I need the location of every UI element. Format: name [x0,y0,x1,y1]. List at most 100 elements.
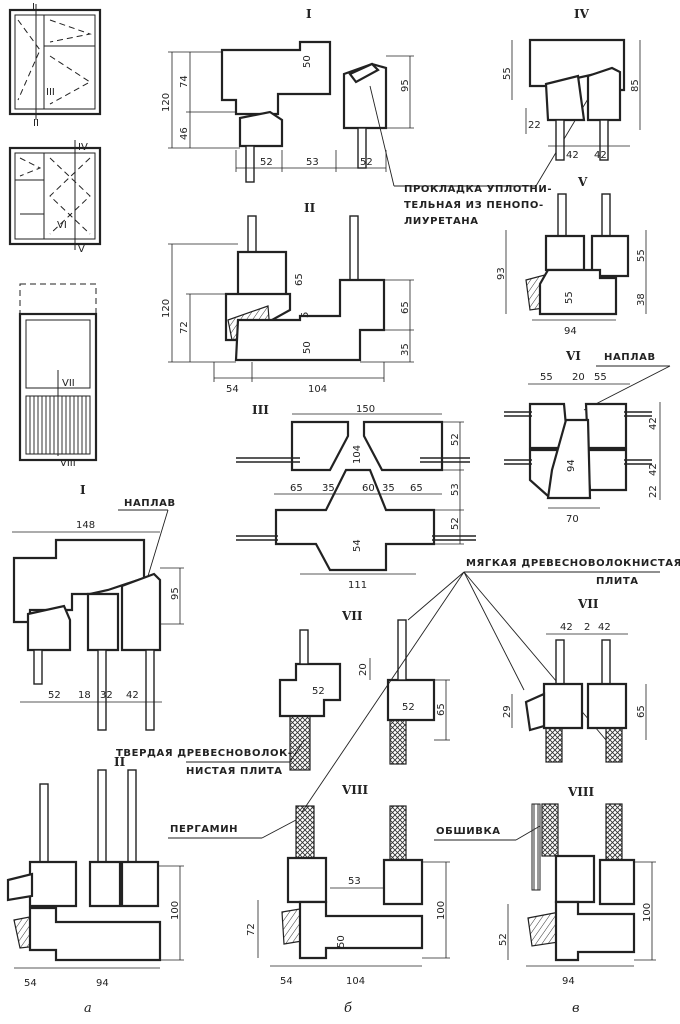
dim-35b: 35 [382,483,395,494]
key-mark-VI: VI [57,220,67,231]
dim-22: 22 [528,120,541,131]
section-label: I [306,7,312,21]
gasket-label-1: ПРОКЛАДКА УПЛОТНИ- [404,184,552,195]
dim-42: 42 [566,150,579,161]
section-v-VII: VII 42 2 42 29 65 [502,597,647,763]
dim-54: 54 [352,539,363,552]
dim-65b: 65 [400,301,411,314]
pergamin-label: ПЕРГАМИН [170,824,238,835]
dim-35: 35 [322,483,335,494]
section-label: IV [574,7,590,21]
dim-55: 55 [636,249,647,262]
soft-board-label-2: ПЛИТА [596,576,639,587]
section-label: II [304,201,316,215]
key-mark-II: II [33,118,39,129]
dim-46: 46 [179,127,190,140]
callout-gasket: ПРОКЛАДКА УПЛОТНИ- ТЕЛЬНАЯ ИЗ ПЕНОПО- ЛИ… [369,71,605,227]
dim-52: 52 [312,686,325,697]
dim-50: 50 [336,935,347,948]
dim-65: 65 [436,703,447,716]
dim-53: 53 [348,876,361,887]
section-label: VII [341,609,363,623]
dim-120: 120 [161,93,172,112]
dim-111: 111 [348,580,367,591]
key-mark-IV: IV [78,142,88,153]
dim-52: 52 [48,690,61,701]
hard-board-label-2: НИСТАЯ ПЛИТА [186,766,283,777]
dim-150: 150 [356,404,375,415]
section-v-V: V 93 55 55 38 94 [496,175,647,337]
gasket-label-3: ЛИУРЕТАНА [404,216,479,227]
dim-74: 74 [179,75,190,88]
dim-52: 52 [450,433,461,446]
callout-pergamin: ПЕРГАМИН [168,819,297,839]
section-b-I: I 74 120 46 50 95 52 53 52 [161,7,414,183]
section-b-III: III 150 52 104 65 35 60 35 65 53 54 52 1… [236,403,476,591]
dim-95: 95 [170,587,181,600]
dim-35: 35 [400,343,411,356]
key-mark-I: I [32,2,35,13]
key-mark-VIII: VIII [60,458,76,469]
dim-52b: 52 [450,517,461,530]
callout-hard-board: ТВЕРДАЯ ДРЕВЕСНОВОЛОК- НИСТАЯ ПЛИТА [116,739,305,777]
dim-2: 2 [584,622,590,633]
section-label: I [80,483,86,497]
dim-54: 54 [24,978,37,989]
dim-50: 50 [302,341,313,354]
dim-53: 53 [450,483,461,496]
section-b-VII: VII 20 52 52 65 [278,609,450,771]
dim-100: 100 [642,903,653,922]
dim-53: 53 [306,157,319,168]
dim-55b: 55 [564,291,575,304]
dim-65b: 65 [410,483,423,494]
key-plan-window-1: I III II [8,2,102,129]
dim-55: 55 [540,372,553,383]
dim-70: 70 [566,514,579,525]
dim-104: 104 [352,445,363,464]
naplav-label-v: НАПЛАВ [604,352,656,363]
dim-60: 60 [362,483,375,494]
key-plan-window-2: IV VI V [8,140,102,255]
dim-5: 5 [300,312,311,318]
dim-95: 95 [400,79,411,92]
section-v-IV: IV 55 85 22 42 42 [502,7,641,161]
dim-94: 94 [564,326,577,337]
dim-32: 32 [100,690,113,701]
caption-a: а [84,1001,92,1016]
dim-52b: 52 [402,702,415,713]
dim-148: 148 [76,520,95,531]
dim-29: 29 [502,705,513,718]
section-v-VI: VI НАПЛАВ 55 20 55 42 94 42 22 70 [504,349,671,525]
caption-v: в [572,1001,580,1016]
dim-42b: 42 [598,622,611,633]
dim-100: 100 [436,901,447,920]
dim-94: 94 [562,976,575,987]
section-a-I: I НАПЛАВ 148 95 52 18 32 42 [12,483,184,731]
soft-board-label-1: МЯГКАЯ ДРЕВЕСНОВОЛОКНИСТАЯ [466,558,680,569]
section-label: VIII [341,783,369,797]
key-mark-V: V [78,244,85,255]
dim-20: 20 [358,663,369,676]
dim-22: 22 [648,485,659,498]
dim-42: 42 [648,417,659,430]
obshivka-label: ОБШИВКА [436,826,501,837]
hard-board-label-1: ТВЕРДАЯ ДРЕВЕСНОВОЛОК- [116,748,293,759]
key-mark-III: III [46,87,55,98]
section-label: V [577,175,588,189]
dim-93: 93 [496,267,507,280]
dim-52: 52 [498,933,509,946]
dim-20: 20 [572,372,585,383]
callout-soft-board: МЯГКАЯ ДРЕВЕСНОВОЛОКНИСТАЯ ПЛИТА [301,558,680,813]
dim-120: 120 [161,299,172,318]
key-mark-VII: VII [62,378,75,389]
dim-55b: 55 [594,372,607,383]
section-b-VIII: VIII 53 72 50 100 54 104 б [246,783,450,1016]
dim-100: 100 [170,901,181,920]
dim-52: 52 [260,157,273,168]
section-label: II [114,755,126,769]
section-label: VII [577,597,599,611]
naplav-label-a: НАПЛАВ [124,498,176,509]
dim-94: 94 [96,978,109,989]
section-v-VIII: VIII ОБШИВКА 52 100 94 в [434,785,656,1016]
